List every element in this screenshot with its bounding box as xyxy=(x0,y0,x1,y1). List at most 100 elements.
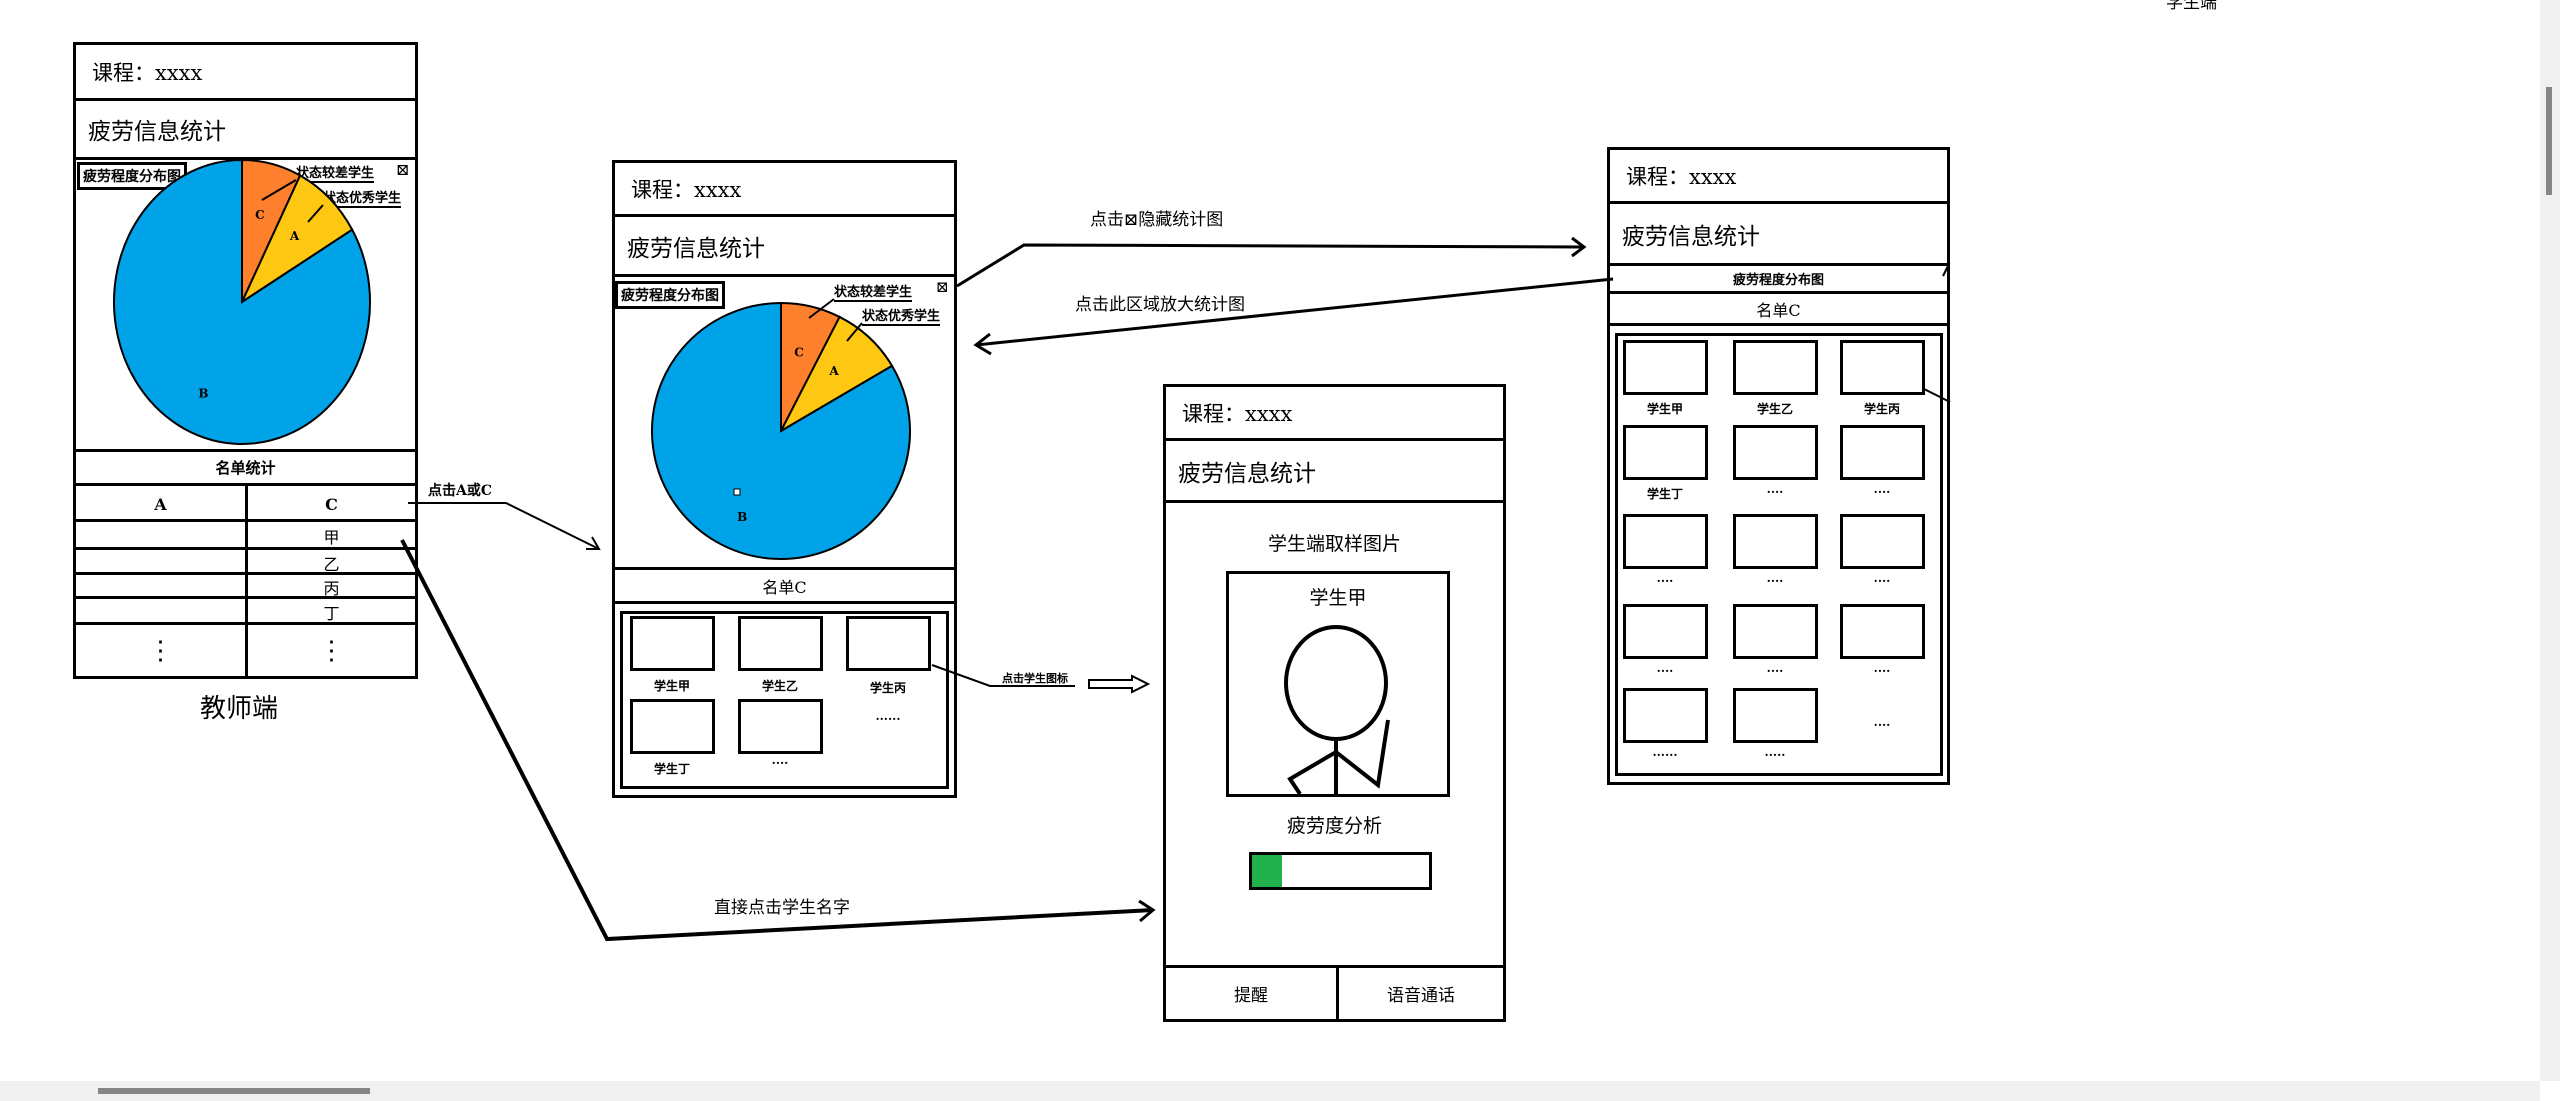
student-thumbnail[interactable] xyxy=(1623,514,1708,569)
sample-title: 学生端取样图片 xyxy=(1267,533,1401,555)
annotation-click-icon: 点击学生图标 xyxy=(1002,672,1068,685)
horizontal-scroll-thumb[interactable] xyxy=(98,1088,370,1094)
chart-area[interactable] xyxy=(76,160,415,452)
course-label: 课程：xxxx xyxy=(92,60,203,85)
fatigue-progress-bar xyxy=(1249,852,1432,890)
course-label: 课程：xxxx xyxy=(1182,401,1293,426)
student-label: 学生丙 xyxy=(869,681,906,695)
photo-student-name: 学生甲 xyxy=(1309,587,1367,609)
student-label: ···· xyxy=(1873,485,1891,499)
column-a[interactable]: A xyxy=(76,486,245,522)
annotation-click-name: 直接点击学生名字 xyxy=(714,898,850,918)
column-divider xyxy=(245,486,248,679)
vertical-scrollbar[interactable] xyxy=(2540,0,2560,1081)
close-icon[interactable]: ⊠ xyxy=(936,278,949,296)
student-label: ···· xyxy=(1656,574,1674,588)
annotation-click-a-or-c: 点击A或C xyxy=(428,483,493,499)
page-title: 疲劳信息统计 xyxy=(615,217,954,277)
student-thumbnail[interactable] xyxy=(630,699,715,754)
student-label: ···· xyxy=(1766,485,1784,499)
page-title: 疲劳信息统计 xyxy=(76,101,415,160)
callout-poor-students: 状态较差学生 xyxy=(296,162,375,183)
divider xyxy=(1166,965,1503,968)
list-title: 名单C xyxy=(1610,294,1947,326)
page-title-text: 疲劳信息统计 xyxy=(627,235,765,262)
callout-poor-students: 状态较差学生 xyxy=(834,281,913,302)
page-title: 疲劳信息统计 xyxy=(1166,441,1503,503)
student-thumbnail[interactable] xyxy=(1733,604,1818,659)
student-name-link[interactable]: 丙 xyxy=(323,579,340,598)
arrowhead xyxy=(586,536,601,550)
horizontal-scrollbar[interactable] xyxy=(0,1081,2540,1101)
course-label: 课程：xxxx xyxy=(1626,164,1737,189)
student-thumbnail[interactable] xyxy=(846,616,931,671)
more-ellipsis: ⋮ xyxy=(147,636,174,666)
student-name-link[interactable]: 甲 xyxy=(323,528,340,547)
student-thumbnail[interactable] xyxy=(738,616,823,671)
student-thumbnail[interactable] xyxy=(1733,425,1818,480)
student-label: ······ xyxy=(1652,748,1678,762)
voice-call-button-label: 语音通话 xyxy=(1387,986,1455,1006)
student-thumbnail[interactable] xyxy=(1623,340,1708,395)
page-title-text: 疲劳信息统计 xyxy=(1178,460,1316,487)
list-title: 名单C xyxy=(615,570,954,604)
list-title-text: 名单统计 xyxy=(215,459,276,477)
student-label: 学生甲 xyxy=(653,679,690,693)
arrowhead xyxy=(973,332,992,356)
arrowhead xyxy=(1571,236,1587,258)
arrow-enlarge-chart xyxy=(975,277,1614,347)
voice-call-button[interactable]: 语音通话 xyxy=(1339,968,1503,1019)
student-thumbnail[interactable] xyxy=(1840,340,1925,395)
callout-good-students: 状态优秀学生 xyxy=(323,187,402,208)
list-title-text: 名单C xyxy=(1756,300,1801,320)
student-label: ···· xyxy=(1766,574,1784,588)
student-name-link[interactable]: 乙 xyxy=(323,554,340,574)
page-title-text: 疲劳信息统计 xyxy=(1622,223,1760,250)
student-thumbnail[interactable] xyxy=(1840,514,1925,569)
student-thumbnail[interactable] xyxy=(630,616,715,671)
course-header: 课程：xxxx xyxy=(615,163,954,217)
chart-legend: 疲劳程度分布图 xyxy=(77,162,187,190)
column-a-label: A xyxy=(154,494,167,514)
student-thumbnail[interactable] xyxy=(1840,425,1925,480)
chart-legend: 疲劳程度分布图 xyxy=(615,281,725,309)
course-label: 课程：xxxx xyxy=(631,177,742,202)
student-label: ····· xyxy=(1764,748,1786,762)
student-thumbnail[interactable] xyxy=(738,699,823,754)
course-header: 课程：xxxx xyxy=(1610,150,1947,204)
remind-button-label: 提醒 xyxy=(1234,986,1268,1006)
student-label: ···· xyxy=(1656,664,1674,678)
hollow-arrow xyxy=(1088,674,1151,694)
more-ellipsis: ⋮ xyxy=(318,636,345,666)
student-thumbnail[interactable] xyxy=(1733,688,1818,743)
student-thumbnail[interactable] xyxy=(1840,604,1925,659)
student-thumbnail[interactable] xyxy=(1733,340,1818,395)
vertical-scroll-thumb[interactable] xyxy=(2546,87,2552,195)
expand-chart-bar[interactable]: 疲劳程度分布图 xyxy=(1610,266,1947,294)
student-name-link[interactable]: 丁 xyxy=(323,604,340,623)
student-thumbnail[interactable] xyxy=(1623,604,1708,659)
callout-good-students: 状态优秀学生 xyxy=(862,305,941,326)
student-label: 学生甲 xyxy=(1646,402,1683,416)
analysis-title: 疲劳度分析 xyxy=(1286,815,1382,837)
student-thumbnail[interactable] xyxy=(1623,425,1708,480)
student-thumbnail[interactable] xyxy=(1733,514,1818,569)
remind-button[interactable]: 提醒 xyxy=(1166,968,1336,1019)
divider xyxy=(1336,965,1339,1019)
student-label: ···· xyxy=(1873,574,1891,588)
column-c[interactable]: C xyxy=(248,486,415,522)
student-side-label: 学生端 xyxy=(2166,0,2217,13)
close-icon[interactable]: ⊠ xyxy=(396,160,410,179)
more-students: ······ xyxy=(875,712,901,726)
student-label: 学生丙 xyxy=(1863,402,1900,416)
arrowhead xyxy=(1138,899,1156,923)
arrow-click-a-or-c xyxy=(408,502,600,550)
student-label: 学生乙 xyxy=(1756,402,1793,416)
student-thumbnail[interactable] xyxy=(1623,688,1708,743)
teacher-screen: 课程：xxxx 疲劳信息统计 名单统计 A C 甲 乙 丙 丁 ⋮ ⋮ xyxy=(73,42,418,679)
page-title-text: 疲劳信息统计 xyxy=(88,119,226,145)
student-label: ···· xyxy=(1766,664,1784,678)
list-title-text: 名单C xyxy=(762,577,807,597)
student-label: 学生乙 xyxy=(761,679,798,693)
arrow-hide-chart xyxy=(956,243,1585,288)
